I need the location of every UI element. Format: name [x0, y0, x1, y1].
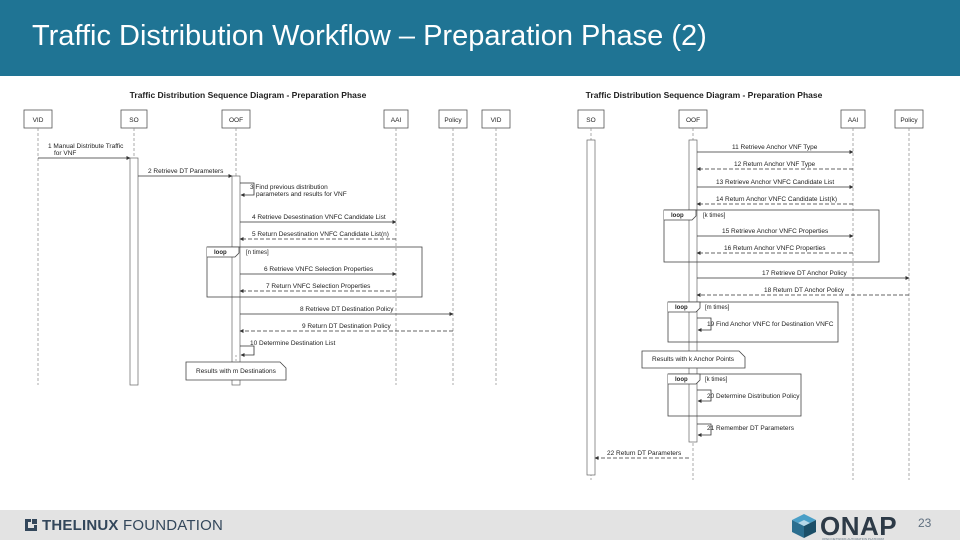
- linux-foundation-logo: THELINUX FOUNDATION: [24, 516, 223, 534]
- right-participant-policy: Policy: [900, 117, 918, 124]
- page-number: 23: [918, 516, 932, 530]
- left-participant-so: SO: [129, 117, 138, 124]
- right-msg-19: 19 Find Anchor VNFC for Destination VNFC: [707, 321, 834, 328]
- right-msg-12: 12 Return Anchor VNF Type: [734, 161, 816, 168]
- lf-text-the: THE: [42, 516, 73, 534]
- left-arrows: [38, 156, 454, 357]
- lf-text-foundation: FOUNDATION: [118, 516, 224, 534]
- left-msg-1a: 1 Manual Distribute Traffic: [48, 143, 124, 150]
- right-msg-15: 15 Retrieve Anchor VNFC Properties: [722, 228, 829, 235]
- linux-foundation-mark-icon: [25, 519, 37, 531]
- left-diagram-title: Traffic Distribution Sequence Diagram - …: [130, 90, 367, 100]
- right-msg-20: 20 Determine Distribution Policy: [707, 393, 800, 400]
- right-msg-21: 21 Remember DT Parameters: [707, 425, 795, 432]
- left-loop-tag: loop: [214, 250, 227, 256]
- right-msg-16: 16 Return Anchor VNFC Properties: [724, 245, 826, 252]
- right-loop-frames: [663, 209, 880, 417]
- left-msg-4: 4 Retrieve Desestination VNFC Candidate …: [252, 214, 386, 221]
- onap-wordmark: ONAP: [820, 511, 898, 541]
- left-msg-8: 8 Retrieve DT Destination Policy: [300, 306, 394, 313]
- right-diagram-title: Traffic Distribution Sequence Diagram - …: [586, 90, 823, 100]
- right-participant-aai: AAI: [848, 117, 859, 124]
- onap-logo: ONAP OPEN NETWORK AUTOMATION PLATFORM: [790, 511, 915, 541]
- right-loop-1-condition: [k times]: [703, 213, 726, 219]
- sequence-diagrams: Traffic Distribution Sequence Diagram - …: [23, 90, 924, 480]
- right-loop-1-tag: loop: [671, 213, 684, 219]
- right-arrows: [594, 150, 910, 460]
- left-participant-vid-2: VID: [491, 117, 502, 124]
- left-participants: [23, 109, 511, 129]
- left-msg-3b: parameters and results for VNF: [256, 191, 347, 198]
- right-so-activation: [586, 139, 596, 476]
- left-msg-10: 10 Determine Destination List: [250, 340, 335, 347]
- left-participant-policy: Policy: [444, 117, 462, 124]
- right-msg-14: 14 Return Anchor VNFC Candidate List(k): [716, 196, 837, 203]
- left-msg-6: 6 Retrieve VNFC Selection Properties: [264, 266, 374, 273]
- right-msg-17: 17 Retrieve DT Anchor Policy: [762, 270, 848, 277]
- right-loop-2-tag: loop: [675, 305, 688, 311]
- left-sequence-diagram: Traffic Distribution Sequence Diagram - …: [23, 90, 511, 386]
- right-msg-11: 11 Retrieve Anchor VNF Type: [732, 144, 818, 151]
- lf-text-linux: LINUX: [72, 516, 119, 534]
- right-note-box: [641, 350, 746, 369]
- right-participant-oof: OOF: [686, 117, 700, 124]
- left-note-text: Results with m Destinations: [196, 368, 277, 375]
- right-loop-3-tag: loop: [675, 377, 688, 383]
- left-participant-aai: AAI: [391, 117, 402, 124]
- onap-tagline: OPEN NETWORK AUTOMATION PLATFORM: [822, 537, 885, 541]
- left-msg-7: 7 Return VNFC Selection Properties: [266, 283, 371, 290]
- right-sequence-diagram: Traffic Distribution Sequence Diagram - …: [577, 90, 924, 480]
- slide-title: Traffic Distribution Workflow – Preparat…: [32, 20, 707, 52]
- onap-cube-icon: [792, 514, 816, 538]
- left-so-activation: [129, 157, 139, 386]
- right-note-text: Results with k Anchor Points: [652, 356, 735, 363]
- left-loop-condition: [n times]: [246, 250, 269, 256]
- title-bar: Traffic Distribution Workflow – Preparat…: [0, 0, 960, 76]
- right-msg-18: 18 Return DT Anchor Policy: [764, 287, 845, 294]
- left-loop-frame: [206, 246, 423, 298]
- left-msg-5: 5 Return Desestination VNFC Candidate Li…: [252, 231, 389, 238]
- left-oof-activation: [231, 175, 241, 386]
- left-participant-oof: OOF: [229, 117, 243, 124]
- left-note-box: [185, 361, 287, 381]
- right-msg-13: 13 Retrieve Anchor VNFC Candidate List: [716, 179, 834, 186]
- left-msg-2: 2 Retrieve DT Parameters: [148, 168, 224, 175]
- left-msg-9: 9 Return DT Destination Policy: [302, 323, 392, 330]
- right-loop-3-condition: [k times]: [705, 377, 728, 383]
- left-participant-vid: VID: [33, 117, 44, 124]
- left-msg-3a: 3 Find previous distribution: [250, 184, 328, 191]
- right-participant-so: SO: [586, 117, 595, 124]
- right-msg-22: 22 Return DT Parameters: [607, 450, 682, 457]
- right-participants: [577, 109, 924, 129]
- right-oof-activation: [688, 139, 698, 443]
- left-msg-1b: for VNF: [54, 150, 76, 157]
- right-loop-2-condition: [m times]: [705, 305, 730, 311]
